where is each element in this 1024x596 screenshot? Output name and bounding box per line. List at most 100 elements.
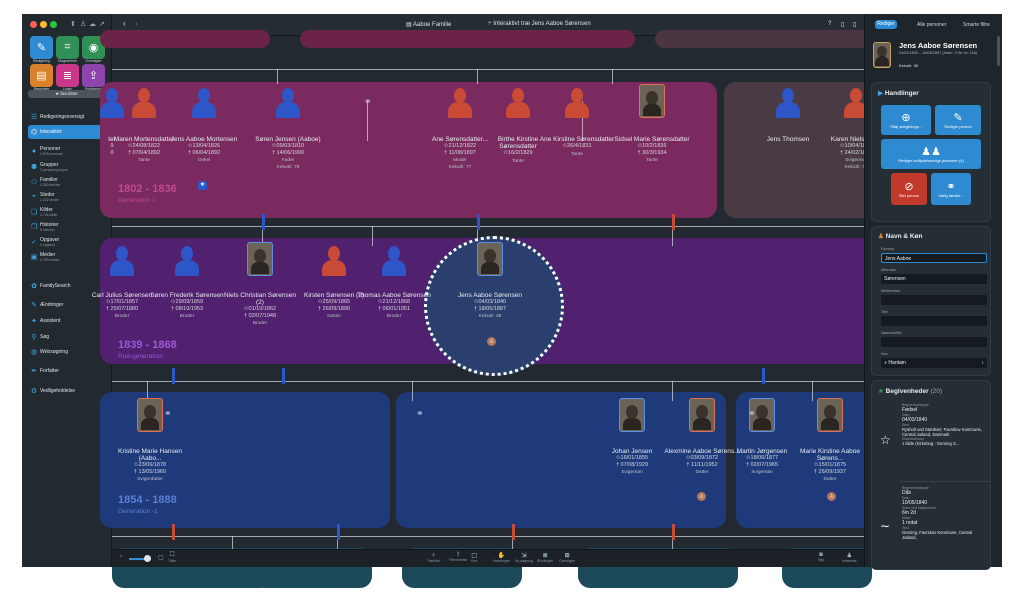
edit-influential-button[interactable]: ♟♟Rediger indflydelsesrige personer (4) [881, 139, 981, 169]
sidebar-item-assistent[interactable]: ✦Assistent [28, 314, 106, 328]
zoom-slider[interactable] [129, 555, 151, 562]
back-button[interactable]: ‹ [123, 19, 126, 28]
settings-bottom-button[interactable]: ♟Indstrede [842, 552, 857, 563]
female-silhouette-icon[interactable] [843, 88, 869, 118]
person-card[interactable]: Ane Sørensdatter...✩21/12/1822† 11/08/18… [421, 136, 499, 170]
sidebar-item-familysearch[interactable]: ✿FamilySearch [28, 279, 106, 293]
tree-icon[interactable]: ♙ [80, 21, 87, 28]
panel-toggle-icon[interactable]: ▯ [853, 22, 857, 28]
tool-button-redigering[interactable]: ✎ [30, 36, 53, 59]
male-silhouette-icon[interactable] [191, 88, 217, 118]
sidebar-item-forfatter[interactable]: ✒Forfatter [28, 364, 106, 378]
female-silhouette-icon[interactable] [321, 246, 347, 276]
sidebar-item-websøgning[interactable]: ◍Websøgning [28, 345, 106, 359]
tool-button-publicering[interactable]: ⇪ [82, 64, 105, 87]
zoom-out-icon[interactable]: ▫ [120, 554, 123, 560]
person-card[interactable]: Søren Jensen (Aaboe)✩09/03/1810† 14/06/1… [249, 136, 327, 170]
female-silhouette-icon[interactable] [131, 88, 157, 118]
tool-button-rapporter[interactable]: ▤ [30, 64, 53, 87]
bottom-tool-ny-søgning[interactable]: ⇲Ny søgning [515, 552, 533, 563]
person-card[interactable]: Maren Mortensdatter✩24/08/1822† 07/04/18… [105, 136, 183, 163]
person-card[interactable]: Jens Aaboe Sørensen✩04/03/1840† 18/05/18… [451, 292, 529, 319]
sex-select[interactable]: ● Hankøn↕ [881, 358, 987, 368]
add-relatives-button[interactable]: ⊕Tilføj slægtninge... [881, 105, 931, 135]
tab-alle-personer[interactable]: Alle personer [917, 22, 947, 28]
sidebar-item-interaktivt[interactable]: ⌬Interaktivt [28, 125, 106, 139]
person-card[interactable]: Kristine Marie Hansen (Aabo...✩23/06/187… [111, 448, 189, 482]
male-silhouette-icon[interactable] [99, 88, 125, 118]
help-bottom-button[interactable]: ◙Hjlp [818, 552, 824, 562]
name-field-input[interactable]: Sørensen [881, 274, 987, 284]
share-icon[interactable]: ↗ [99, 21, 105, 28]
close-window-button[interactable] [30, 21, 37, 28]
bottom-tool-trækitta[interactable]: ⁘Trækitta [427, 552, 440, 563]
cloud-icon[interactable]: ☁ [89, 21, 96, 28]
zoom-slider-handle[interactable] [144, 555, 151, 562]
edit-person-button[interactable]: ✎Rediger person [935, 105, 981, 135]
marriage-rings-icon[interactable]: ⚭ [416, 408, 424, 418]
sidebar-toggle-icon[interactable]: ▯ [841, 22, 845, 28]
bottom-tool-handlinger[interactable]: ✋Handlinger [493, 552, 510, 563]
sidebar-item-redigeringsoversigt[interactable]: ☰Redigeringsoversigt [28, 110, 106, 124]
person-photo[interactable] [247, 242, 273, 276]
bottom-tool-kort[interactable]: ⬚Kort [471, 552, 477, 563]
bookmark-icon[interactable]: ⬆ [70, 21, 76, 28]
minimize-window-button[interactable] [40, 21, 47, 28]
male-silhouette-icon[interactable] [381, 246, 407, 276]
person-card[interactable]: Sidsel Marie Sørensdatter✩10/2/1836† 30/… [613, 136, 691, 163]
bottom-tool-påmindelse[interactable]: !Påmindelse [449, 552, 467, 562]
favorites-button[interactable]: ★ favoritter [28, 90, 105, 98]
person-card[interactable]: Niels Christian Sørensen (2)✩01/10/1862†… [221, 292, 299, 326]
male-silhouette-icon[interactable] [174, 246, 200, 276]
person-card[interactable]: Carl Julius Sørensen✩17/01/1857† 25/07/1… [83, 292, 161, 319]
person-photo[interactable] [689, 398, 715, 432]
name-field-input[interactable] [881, 337, 987, 347]
person-card[interactable]: Alexmine Aaboe Sørens...✩03/09/1872† 11/… [663, 448, 741, 475]
female-silhouette-icon[interactable] [447, 88, 473, 118]
person-photo[interactable] [817, 398, 843, 432]
tool-button-diagrammer[interactable]: ⌗ [56, 36, 79, 59]
bottom-tool-ændringer[interactable]: ≣Ændringer [537, 552, 553, 563]
titles-button[interactable]: ⛶Titles [168, 552, 176, 563]
person-photo[interactable] [137, 398, 163, 432]
tool-button-oversigter[interactable]: ◉ [82, 36, 105, 59]
bottom-tool-oversigter[interactable]: ⊞Oversigter [559, 552, 575, 563]
male-silhouette-icon[interactable] [775, 88, 801, 118]
panel-scrollbar[interactable] [997, 36, 1000, 66]
person-card[interactable]: Marie Kirstine Aaboe Sørens...✩15/01/187… [791, 448, 869, 482]
female-silhouette-icon[interactable] [505, 88, 531, 118]
name-field-input[interactable] [881, 295, 987, 305]
tab-smarte-filtre[interactable]: Smarte filtre [963, 22, 990, 28]
marriage-rings-icon[interactable]: ⚭ [748, 408, 756, 418]
tab-rediger[interactable]: Rediger [875, 20, 897, 29]
name-field-input[interactable]: Jens Aaboe [881, 253, 987, 263]
female-silhouette-icon[interactable] [564, 88, 590, 118]
person-photo[interactable] [619, 398, 645, 432]
sidebar-item-ændringer[interactable]: ✎Ændringer [28, 298, 106, 312]
person-card[interactable]: Søren Frederik Sørensen✩29/09/1859† 08/1… [148, 292, 226, 319]
choose-family-button[interactable]: ⚭Vælg familie... [931, 173, 971, 205]
person-card[interactable]: Karen Nielsdatter✩10/04/1814† 24/02/1889… [817, 136, 895, 170]
person-photo[interactable] [749, 398, 775, 432]
forward-button[interactable]: › [135, 19, 138, 28]
person-card[interactable]: Thomas Aaboe Sørensen✩21/12/1868† 06/01/… [355, 292, 433, 319]
person-photo[interactable] [639, 84, 665, 118]
male-silhouette-icon[interactable] [109, 246, 135, 276]
zoom-window-button[interactable] [50, 21, 57, 28]
tool-button-lister[interactable]: ≣ [56, 64, 79, 87]
name-field-input[interactable] [881, 316, 987, 326]
marriage-rings-icon[interactable]: ⚭ [364, 96, 372, 106]
